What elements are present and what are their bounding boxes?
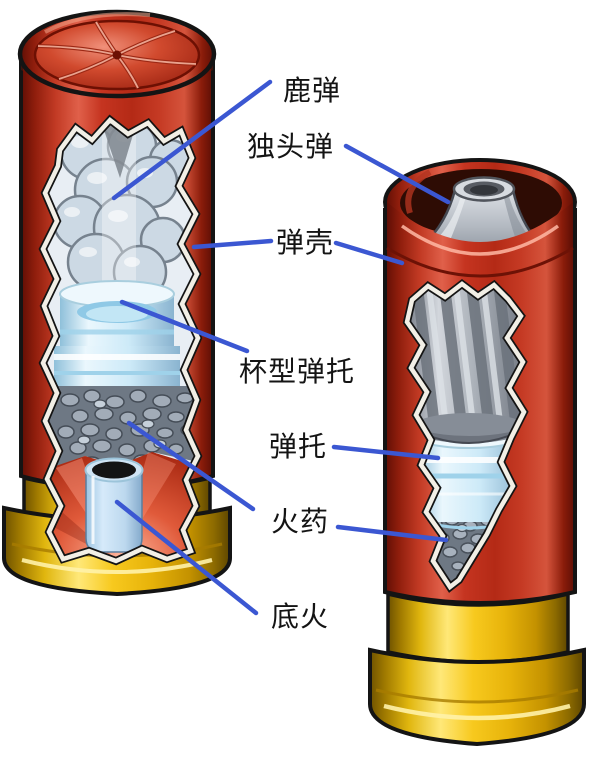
primer-part: [84, 457, 144, 553]
leader-line-primer: [114, 499, 259, 616]
right-shell: [368, 158, 586, 747]
label-cup-wad: 杯型弹托: [239, 356, 356, 387]
label-wad: 弹托: [269, 431, 328, 462]
cup-wad-part: [53, 280, 181, 400]
leader-line-slug: [343, 143, 451, 205]
left-interior: [44, 452, 198, 561]
buckshot-pellets: [52, 120, 192, 300]
leader-lines: [111, 79, 451, 616]
label-buckshot: 鹿弹: [283, 75, 342, 106]
right-brass-base: [368, 591, 586, 747]
left-shell: [1, 9, 232, 597]
right-casing-mouth: [383, 158, 577, 278]
leader-line-cup-wad: [119, 299, 250, 354]
label-powder: 火药: [271, 506, 330, 537]
leader-line-casing-left: [191, 238, 274, 250]
leader-line-casing-right: [333, 240, 405, 266]
leader-line-buckshot: [111, 79, 273, 201]
label-casing: 弹壳: [276, 227, 335, 258]
label-slug: 独头弹: [247, 131, 335, 162]
label-primer: 底火: [271, 601, 330, 632]
leader-line-wad: [331, 444, 441, 461]
leader-line-powder-left: [126, 420, 256, 512]
left-crimp-top: [17, 9, 217, 99]
leader-line-powder-right: [335, 524, 449, 543]
